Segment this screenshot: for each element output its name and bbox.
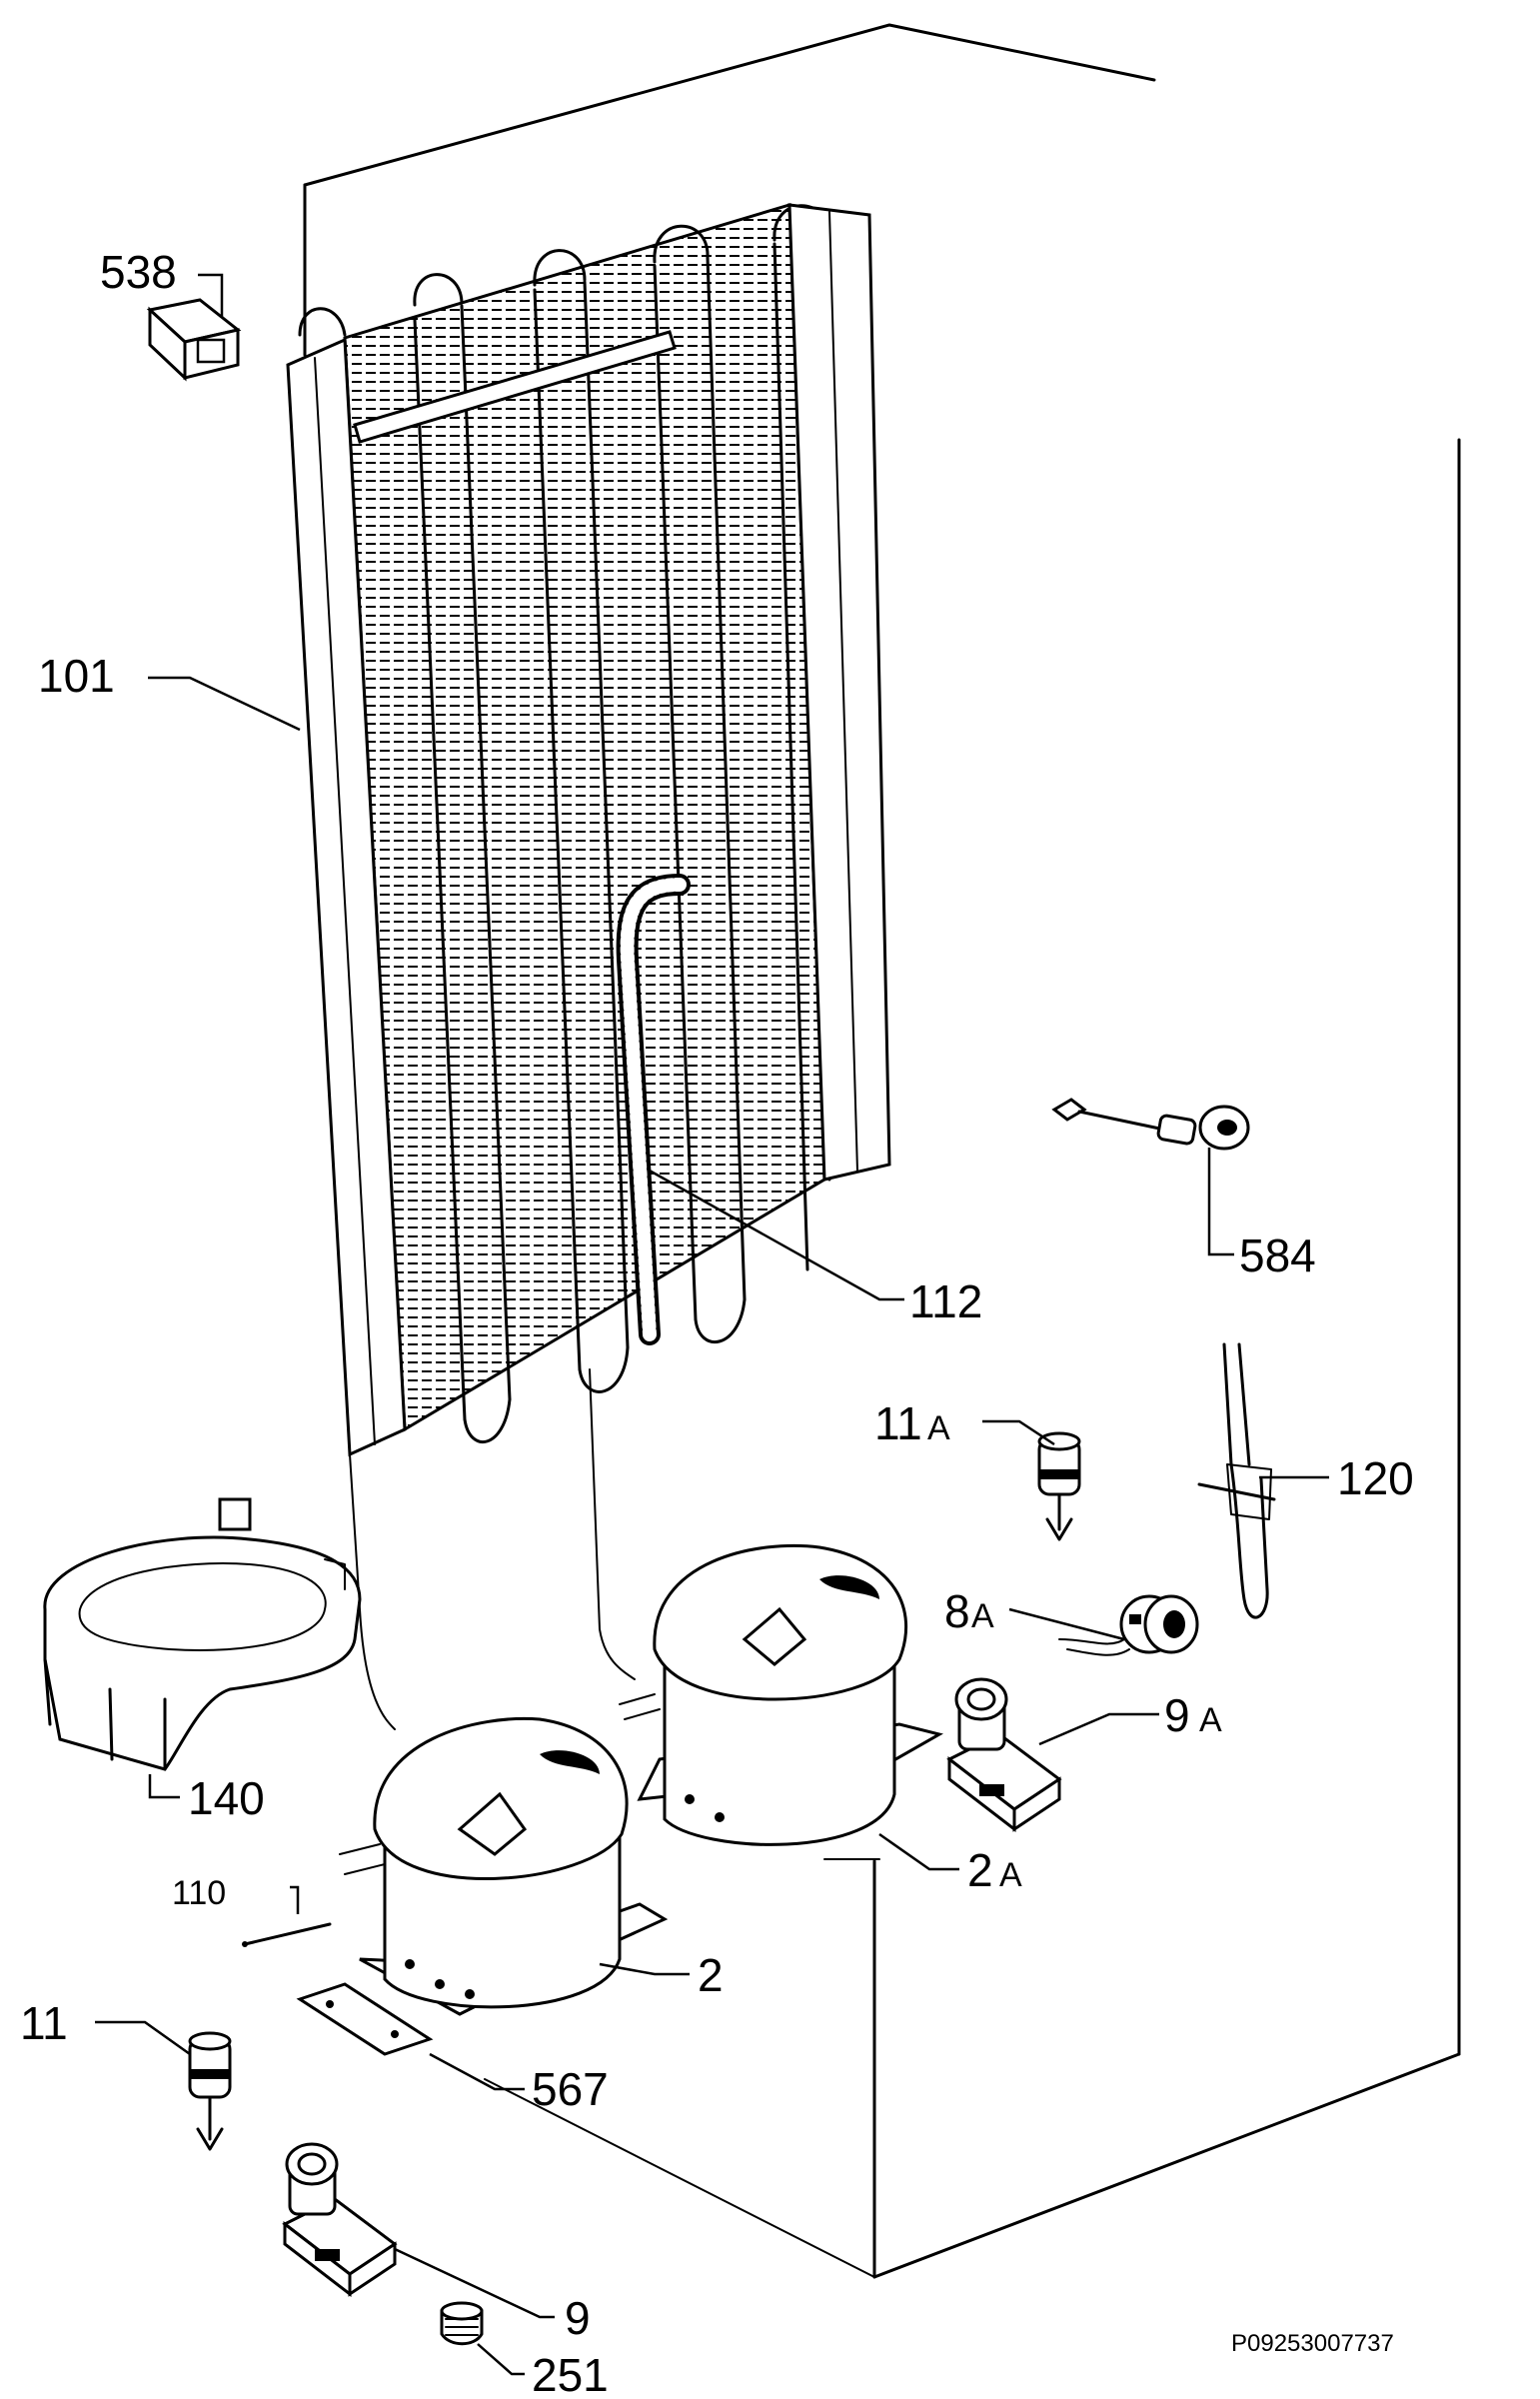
label-2a-suffix: A <box>999 1856 1022 1894</box>
condenser-support-bar <box>353 330 677 444</box>
pin-110 <box>242 1922 332 1947</box>
relay-11A <box>1037 1431 1081 1541</box>
condenser-right-frame <box>787 203 891 1182</box>
overload-protector-8A <box>1058 1594 1199 1656</box>
label-8a-number: 8 <box>944 1585 970 1637</box>
label-538: 538 <box>100 246 177 298</box>
label-9a-suffix: A <box>1199 1701 1222 1739</box>
label-2: 2 <box>698 1949 724 2001</box>
label-584: 584 <box>1239 1229 1316 1281</box>
heater-wire-120 <box>1197 1342 1276 1619</box>
label-9: 9 <box>565 2292 591 2344</box>
cabinet-outline <box>303 23 1461 2279</box>
label-11: 11 <box>20 1997 68 2049</box>
drip-tray-140 <box>43 1497 362 1771</box>
label-9a-number: 9 <box>1164 1689 1190 1741</box>
label-101: 101 <box>38 650 115 702</box>
callout-labels: 538 101 112 584 11 A 120 8 A 9 A 140 2 A… <box>20 246 1414 2399</box>
label-120: 120 <box>1337 1452 1414 1504</box>
leader-lines <box>95 273 1329 2376</box>
label-11a-number: 11 <box>874 1397 922 1449</box>
label-11a-suffix: A <box>927 1409 950 1447</box>
grommet-251 <box>440 2301 484 2346</box>
label-2a-number: 2 <box>967 1844 993 1896</box>
label-110: 110 <box>172 1874 226 1912</box>
plug-538 <box>146 298 242 382</box>
label-567: 567 <box>532 2063 609 2115</box>
condenser-left-frame <box>286 337 407 1457</box>
compressor-2A <box>619 1543 943 1846</box>
clamp-9A <box>946 1677 1062 1833</box>
label-112: 112 <box>909 1275 982 1327</box>
label-8a-suffix: A <box>971 1597 994 1635</box>
label-251: 251 <box>532 2349 609 2399</box>
condenser-101 <box>286 203 891 1730</box>
compressor-2 <box>339 1716 669 2016</box>
clamp-9 <box>282 2142 398 2298</box>
drawing-code: P09253007737 <box>1231 2330 1394 2357</box>
drier-112 <box>616 874 691 1345</box>
relay-11 <box>188 2031 232 2151</box>
sensor-584 <box>1051 1098 1250 1151</box>
plate-567 <box>296 1982 434 2056</box>
label-140: 140 <box>188 1772 265 1824</box>
